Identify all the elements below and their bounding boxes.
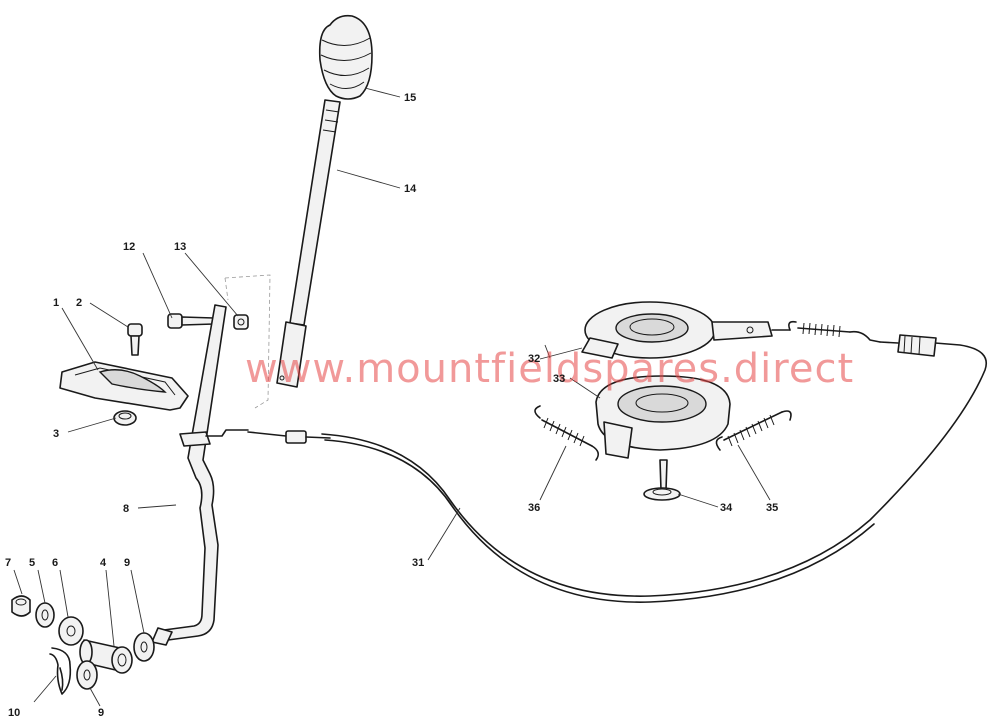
label-3[interactable]: 3 [53, 428, 59, 440]
part-10-r-clip[interactable] [49, 647, 72, 695]
label-15[interactable]: 15 [404, 92, 416, 104]
label-4[interactable]: 4 [100, 557, 107, 569]
part-3-nut[interactable] [113, 410, 137, 426]
part-13-nut[interactable] [233, 314, 249, 330]
part-31-cable[interactable] [247, 334, 987, 603]
cable-spring [788, 320, 881, 343]
part-12-bolt[interactable] [167, 313, 215, 329]
label-5[interactable]: 5 [29, 557, 35, 569]
part-number-labels: 15 14 12 13 1 2 3 8 7 5 6 4 9 31 32 33 3… [5, 92, 778, 719]
label-1[interactable]: 1 [53, 297, 59, 309]
label-2[interactable]: 2 [76, 297, 82, 309]
part-6-washer[interactable] [58, 616, 84, 646]
label-10[interactable]: 10 [8, 707, 20, 719]
part-32-clutch-plate-upper[interactable] [581, 301, 791, 359]
part-5-washer[interactable] [35, 602, 55, 628]
label-35[interactable]: 35 [766, 502, 778, 514]
label-31[interactable]: 31 [412, 557, 424, 569]
part-1-plate[interactable] [59, 361, 189, 411]
label-9-lower[interactable]: 9 [98, 707, 104, 719]
label-36[interactable]: 36 [528, 502, 540, 514]
part-36-spring-left[interactable] [534, 405, 600, 461]
part-33-clutch-plate-lower[interactable] [595, 375, 731, 459]
label-9-upper[interactable]: 9 [124, 557, 130, 569]
part-9-washer-lower[interactable] [76, 660, 98, 690]
part-7-nut[interactable] [11, 595, 31, 617]
part-9-washer[interactable] [133, 632, 155, 662]
watermark-text: www.mountfieldspares.direct [245, 346, 854, 392]
part-35-spring-right[interactable] [715, 410, 792, 451]
part-14-lever-rod[interactable] [276, 99, 341, 388]
part-34-bolt[interactable] [643, 459, 681, 501]
label-33[interactable]: 33 [553, 373, 565, 385]
part-2-bolt[interactable] [127, 323, 143, 356]
leader-lines [13, 87, 771, 707]
label-14[interactable]: 14 [404, 183, 417, 195]
label-34[interactable]: 34 [720, 502, 733, 514]
part-8-selector-arm[interactable] [151, 304, 249, 646]
label-32[interactable]: 32 [528, 353, 540, 365]
label-13[interactable]: 13 [174, 241, 186, 253]
label-8[interactable]: 8 [123, 503, 129, 515]
label-12[interactable]: 12 [123, 241, 135, 253]
part-15-knob[interactable] [318, 14, 373, 100]
label-7[interactable]: 7 [5, 557, 11, 569]
label-6[interactable]: 6 [52, 557, 58, 569]
